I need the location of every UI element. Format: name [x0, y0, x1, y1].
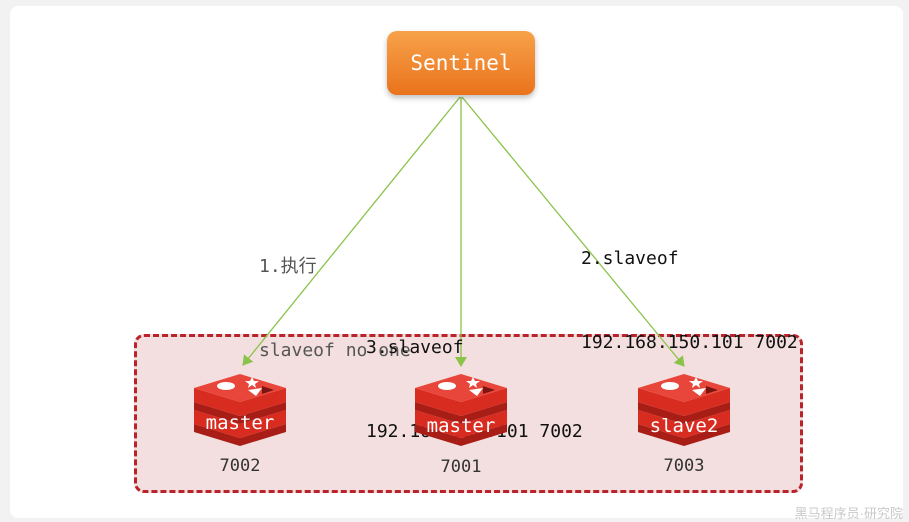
- edge-label-step: 3.slaveof: [366, 337, 464, 358]
- node-port-label: 7003: [663, 456, 705, 476]
- redis-logo-icon: [415, 374, 507, 446]
- node-port-label: 7002: [219, 456, 261, 476]
- node-role-label: master: [205, 412, 275, 434]
- redis-node-7003: slave2 7003: [634, 368, 734, 478]
- edge-label-step: 2.slaveof: [581, 248, 679, 269]
- arrow-to-7003: [461, 96, 685, 367]
- edge-label-1: 1.执行 slaveof no one: [259, 197, 411, 393]
- redis-logo-icon: [638, 374, 730, 446]
- edge-label-command: slaveof no one: [259, 340, 411, 361]
- edge-label-2: 2.slaveof 192.168.150.101 7002: [581, 189, 798, 385]
- arrow-to-7002: [242, 96, 461, 366]
- edge-label-command: 192.168.150.101 7002: [581, 332, 798, 353]
- sentinel-label: Sentinel: [410, 51, 512, 75]
- node-role-label: master: [426, 415, 496, 437]
- redis-logo-icon: [194, 374, 286, 446]
- redis-node-7002: master 7002: [190, 368, 290, 478]
- node-port-label: 7001: [440, 457, 482, 477]
- redis-node-7001: master 7001: [411, 368, 511, 478]
- edge-label-step: 1.执行: [259, 256, 317, 277]
- sentinel-node: Sentinel: [387, 31, 535, 95]
- node-role-label: slave2: [649, 415, 719, 437]
- watermark: 黑马程序员·研究院: [794, 506, 903, 521]
